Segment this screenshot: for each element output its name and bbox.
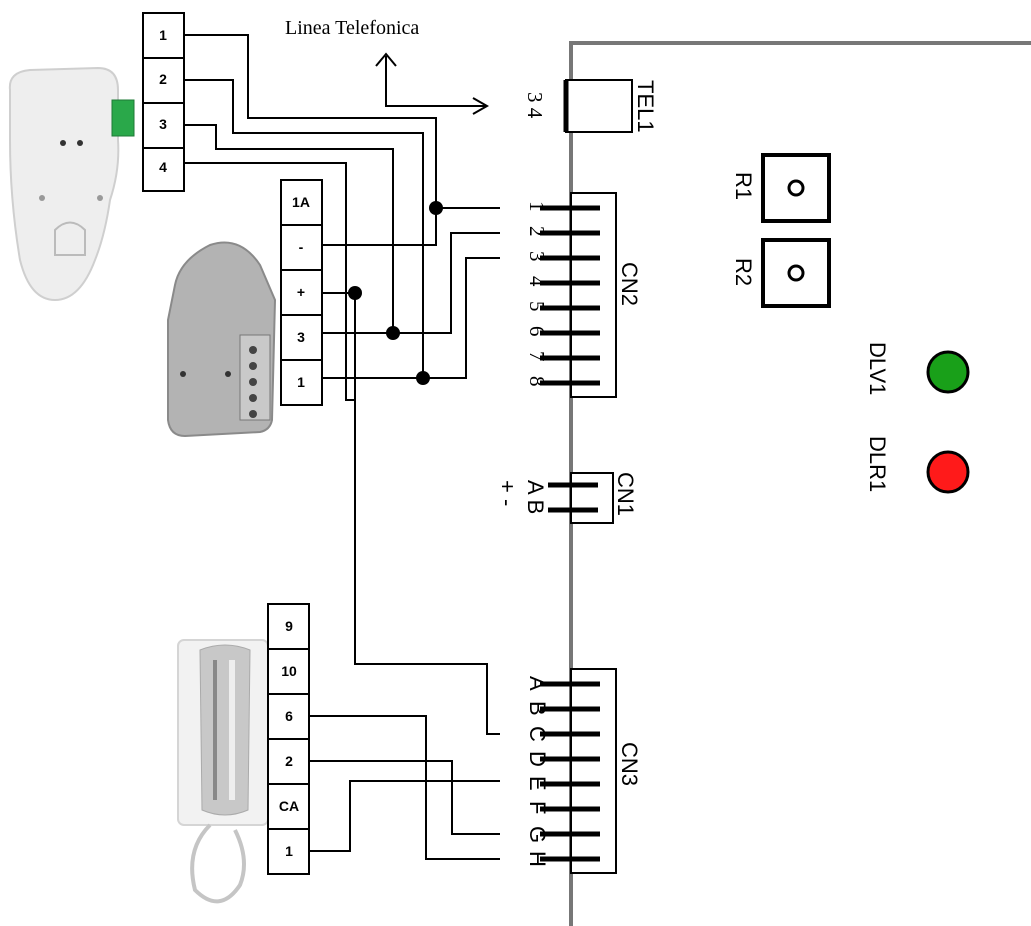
cn3-pin-label: E [525, 776, 550, 791]
terminal-label: 1 [297, 374, 305, 390]
terminal-label: 9 [285, 618, 293, 634]
cn2-pin-label: 3 [525, 251, 549, 262]
led-dlr1-label: DLR1 [865, 436, 890, 492]
tel1-connector [563, 79, 633, 133]
terminal-label: 2 [159, 71, 167, 87]
terminal-label: 6 [285, 708, 293, 724]
terminal-label: 3 [297, 329, 305, 345]
wire-junctions [348, 201, 443, 385]
terminal-label: 1A [292, 194, 310, 210]
telephone-adapter-device [8, 66, 135, 302]
cn1-pins-label: A B [523, 480, 548, 514]
terminal-label: CA [279, 798, 299, 814]
cn3-pin-label: A [525, 676, 550, 691]
cn3-label: CN3 [617, 742, 642, 786]
phone-line-label: Linea Telefonica [285, 17, 419, 39]
intercom-handset-device [177, 639, 269, 904]
terminal-label: 1 [159, 27, 167, 43]
led-dlv1-green [926, 350, 970, 394]
terminal-label: 3 [159, 116, 167, 132]
cn2-pin-label: 6 [525, 326, 549, 337]
tel1-label: TEL1 [633, 80, 658, 133]
cn2-pin-label: 7 [525, 351, 549, 362]
cn1-polarity-label: + - [495, 480, 520, 506]
cn3-pin-label: D [525, 751, 550, 767]
wires [184, 34, 500, 860]
interface-module-device [167, 241, 277, 438]
terminal-label: - [299, 239, 304, 255]
cn2-pin-label: 8 [525, 376, 549, 387]
cn2-pin-label: 4 [525, 276, 549, 287]
cn3-pin-label: B [525, 701, 550, 716]
cn3-pin-label: C [525, 726, 550, 742]
terminal-block-top [142, 12, 185, 192]
terminal-label: 10 [281, 663, 297, 679]
relay-r1 [761, 153, 831, 223]
tel1-pins-label: 3 4 [523, 92, 547, 119]
terminal-label: + [297, 284, 305, 300]
terminal-label: 4 [159, 159, 167, 175]
cn3-pin-label: H [525, 851, 550, 867]
cn2-label: CN2 [617, 262, 642, 306]
terminal-label: 1 [285, 843, 293, 859]
cn1-label: CN1 [613, 472, 638, 516]
cn3-pin-label: G [525, 826, 550, 843]
relay-r1-label: R1 [731, 172, 756, 200]
cn1-connector [548, 472, 614, 524]
led-dlr1-red [926, 450, 970, 494]
cn2-pin-label: 2 [525, 226, 549, 237]
relay-r2 [761, 238, 831, 308]
cn3-connector [540, 668, 617, 874]
terminal-block-mid [280, 179, 323, 406]
cn2-connector [540, 192, 617, 398]
board-outline [569, 41, 1031, 926]
relay-r2-label: R2 [731, 258, 756, 286]
led-dlv1-label: DLV1 [865, 342, 890, 395]
cn2-pin-label: 5 [525, 301, 549, 312]
cn2-pin-label: 1 [525, 201, 549, 212]
terminal-block-bottom [267, 603, 310, 875]
terminal-label: 2 [285, 753, 293, 769]
cn3-pin-label: F [525, 801, 550, 814]
